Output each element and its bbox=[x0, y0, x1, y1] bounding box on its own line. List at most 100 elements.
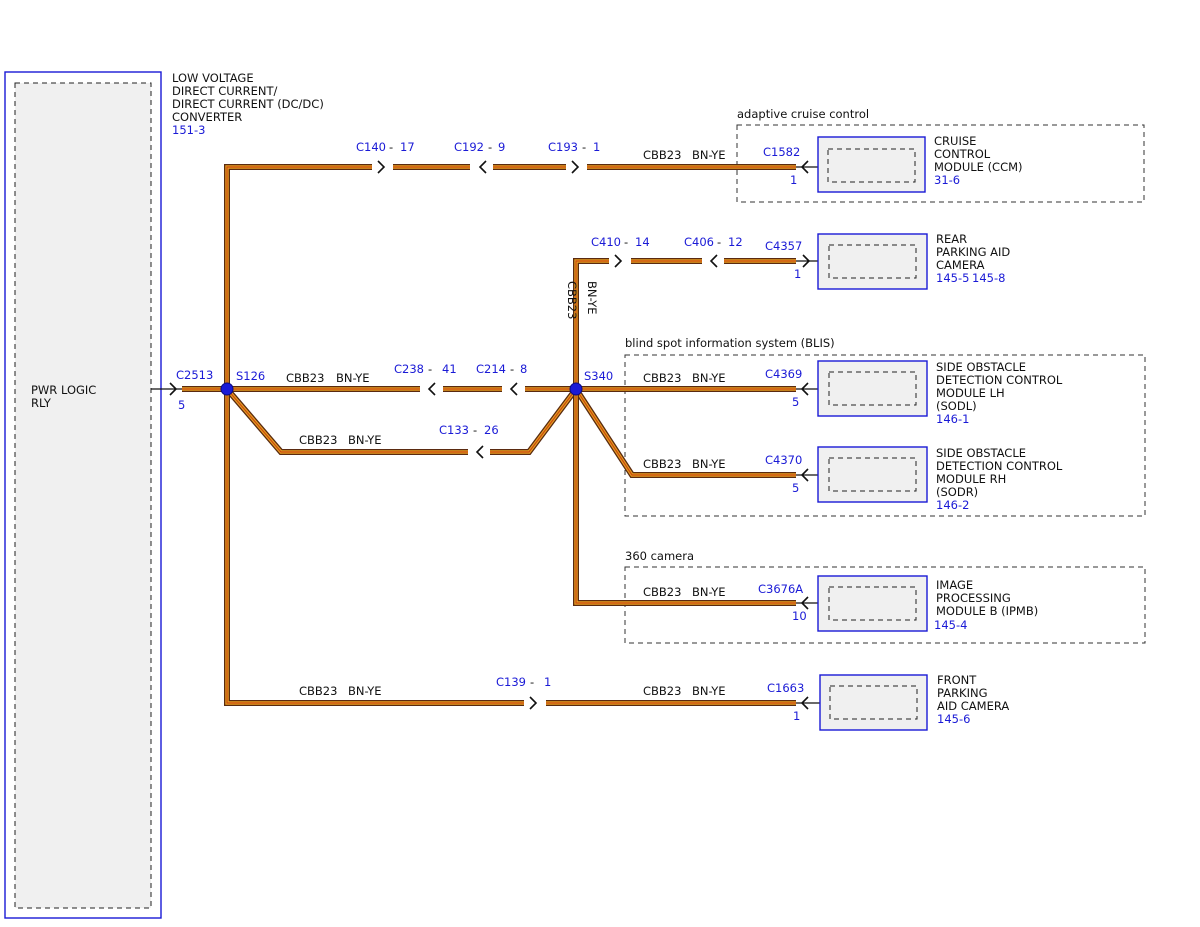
c133-label[interactable]: C133 bbox=[439, 423, 469, 437]
c192-arrow-icon bbox=[478, 160, 487, 174]
c192-dash: - bbox=[488, 140, 492, 154]
c193-label[interactable]: C193 bbox=[548, 140, 578, 154]
wire-circuit-sodl: CBB23 bbox=[643, 371, 681, 385]
c133-dash: - bbox=[473, 423, 477, 437]
rpac-ref2[interactable]: 145-8 bbox=[972, 271, 1005, 285]
wire-color-sodl: BN-YE bbox=[692, 371, 726, 385]
ipmb-module-inner bbox=[828, 586, 917, 621]
rpac-label-2: PARKING AID bbox=[936, 245, 1010, 259]
wire-circuit-ipmb: CBB23 bbox=[643, 585, 681, 599]
rpac-arrow-icon bbox=[802, 254, 811, 268]
c4369-pin: 5 bbox=[792, 395, 799, 409]
c140-arrow-icon bbox=[377, 160, 386, 174]
sodr-label-2: DETECTION CONTROL bbox=[936, 459, 1063, 473]
sodl-module-box[interactable] bbox=[817, 360, 928, 417]
sodl-arrow-icon bbox=[800, 382, 809, 396]
wire-color-ipmb: BN-YE bbox=[692, 585, 726, 599]
c410-pin: 14 bbox=[635, 235, 650, 249]
c2513-label[interactable]: C2513 bbox=[176, 368, 213, 382]
sodr-module-box[interactable] bbox=[817, 446, 928, 503]
wire-color-sodr: BN-YE bbox=[692, 457, 726, 471]
wire-color-ccm: BN-YE bbox=[692, 148, 726, 162]
c410-arrow-icon bbox=[614, 254, 623, 268]
ipmb-label-2: PROCESSING bbox=[936, 591, 1011, 605]
ccm-label-1: CRUISE bbox=[934, 134, 976, 148]
ipmb-label-3: MODULE B (IPMB) bbox=[936, 604, 1038, 618]
ccm-label-3: MODULE (CCM) bbox=[934, 160, 1023, 174]
c214-arrow-icon bbox=[509, 382, 518, 396]
c4357-pin: 1 bbox=[794, 267, 801, 281]
group-adaptive-cruise bbox=[736, 124, 1145, 203]
c406-label[interactable]: C406 bbox=[684, 235, 714, 249]
fpac-module-box[interactable] bbox=[819, 674, 928, 731]
wire-circuit-s126: CBB23 bbox=[286, 371, 324, 385]
s126-label[interactable]: S126 bbox=[236, 369, 265, 383]
dcdc-title-4: CONVERTER bbox=[172, 110, 242, 124]
c140-pin: 17 bbox=[400, 140, 415, 154]
splice-s126[interactable] bbox=[220, 382, 234, 396]
rpac-label-1: REAR bbox=[936, 232, 967, 246]
splice-s340[interactable] bbox=[569, 382, 583, 396]
ccm-module-box[interactable] bbox=[817, 136, 926, 193]
c193-dash: - bbox=[582, 140, 586, 154]
c4357-label[interactable]: C4357 bbox=[765, 239, 802, 253]
c3676a-label[interactable]: C3676A bbox=[758, 582, 803, 596]
sodl-label-2: DETECTION CONTROL bbox=[936, 373, 1063, 387]
wires bbox=[182, 164, 796, 706]
c140-label[interactable]: C140 bbox=[356, 140, 386, 154]
ipmb-module-box[interactable] bbox=[817, 575, 928, 632]
sodr-label-3: MODULE RH bbox=[936, 472, 1006, 486]
rpac-ref[interactable]: 145-5 bbox=[936, 271, 969, 285]
c192-pin: 9 bbox=[498, 140, 505, 154]
c1582-label[interactable]: C1582 bbox=[763, 145, 800, 159]
c139-dash: - bbox=[530, 675, 534, 689]
c4369-label[interactable]: C4369 bbox=[765, 367, 802, 381]
sodl-module-inner bbox=[828, 371, 917, 406]
dcdc-title-1: LOW VOLTAGE bbox=[172, 71, 254, 85]
group-blis bbox=[624, 354, 1146, 517]
fpac-module-inner bbox=[829, 685, 918, 720]
pwr-logic-label-2: RLY bbox=[31, 396, 52, 410]
ccm-module-inner bbox=[827, 148, 916, 183]
c193-arrow-icon bbox=[571, 160, 580, 174]
sodr-ref[interactable]: 146-2 bbox=[936, 498, 969, 512]
ipmb-ref[interactable]: 145-4 bbox=[934, 618, 967, 632]
c214-pin: 8 bbox=[520, 362, 527, 376]
wire-circuit-front-b: CBB23 bbox=[643, 684, 681, 698]
sodl-label-4: (SODL) bbox=[936, 399, 977, 413]
ipmb-arrow-icon bbox=[800, 596, 809, 610]
c1663-label[interactable]: C1663 bbox=[767, 681, 804, 695]
c238-arrow-icon bbox=[427, 382, 436, 396]
c410-label[interactable]: C410 bbox=[591, 235, 621, 249]
sodl-ref[interactable]: 146-1 bbox=[936, 412, 969, 426]
c238-pin: 41 bbox=[442, 362, 457, 376]
sodl-label-3: MODULE LH bbox=[936, 386, 1005, 400]
c139-label[interactable]: C139 bbox=[496, 675, 526, 689]
ccm-arrow-icon bbox=[800, 160, 809, 174]
fpac-label-3: AID CAMERA bbox=[937, 699, 1009, 713]
c133-arrow-icon bbox=[475, 445, 484, 459]
rpac-module-box[interactable] bbox=[817, 233, 928, 290]
s340-label[interactable]: S340 bbox=[584, 369, 613, 383]
c238-label[interactable]: C238 bbox=[394, 362, 424, 376]
dcdc-ref[interactable]: 151-3 bbox=[172, 123, 205, 137]
dcdc-converter-box[interactable] bbox=[4, 71, 162, 919]
c139-pin: 1 bbox=[544, 675, 551, 689]
fpac-ref[interactable]: 145-6 bbox=[937, 712, 970, 726]
c1582-pin: 1 bbox=[790, 173, 797, 187]
ccm-ref[interactable]: 31-6 bbox=[934, 173, 960, 187]
c192-label[interactable]: C192 bbox=[454, 140, 484, 154]
pwr-logic-label-1: PWR LOGIC bbox=[31, 383, 96, 397]
pwr-logic-rly-box bbox=[14, 82, 152, 909]
fpac-arrow-icon bbox=[800, 696, 809, 710]
c214-label[interactable]: C214 bbox=[476, 362, 506, 376]
wire-circuit-front-a: CBB23 bbox=[299, 684, 337, 698]
sodr-label-1: SIDE OBSTACLE bbox=[936, 446, 1026, 460]
c4370-label[interactable]: C4370 bbox=[765, 453, 802, 467]
rpac-module-inner bbox=[828, 244, 917, 279]
c193-pin: 1 bbox=[593, 140, 600, 154]
c3676a-pin: 10 bbox=[792, 609, 807, 623]
group-acc-label: adaptive cruise control bbox=[737, 107, 869, 121]
fpac-label-1: FRONT bbox=[937, 673, 977, 687]
